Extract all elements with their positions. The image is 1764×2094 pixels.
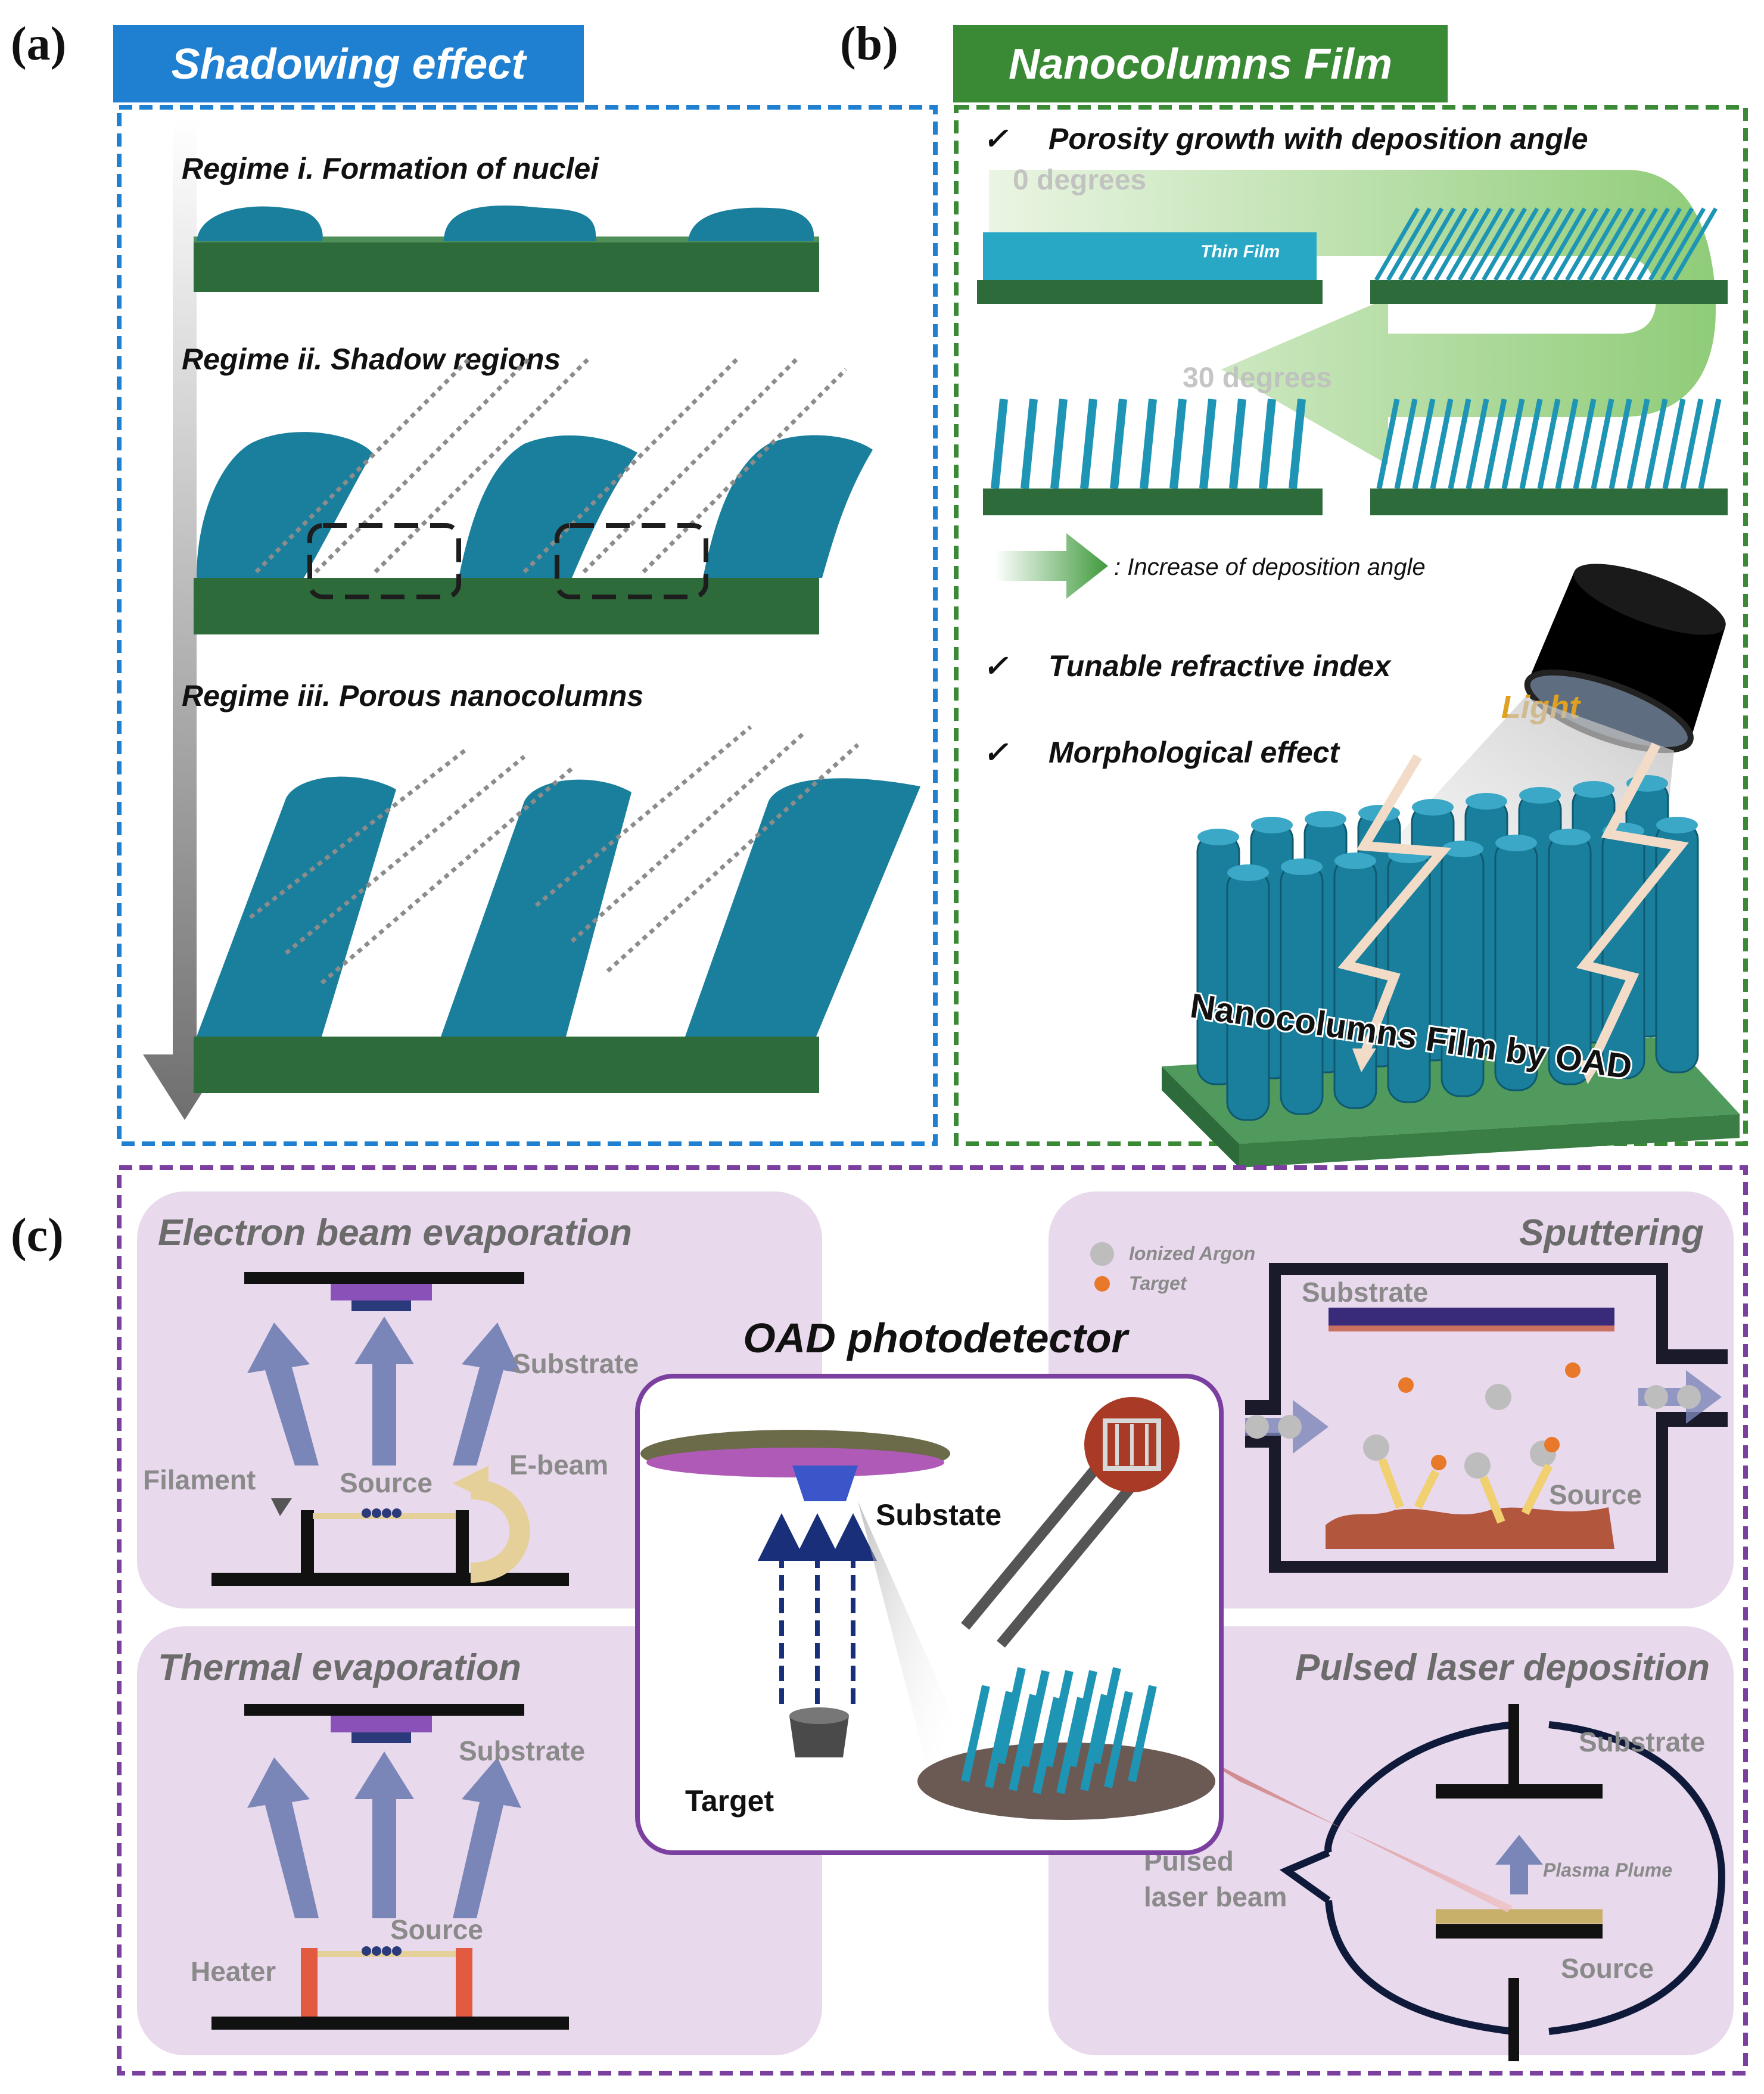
target-crucible (789, 1716, 849, 1757)
panel-c: (c) Electron beam evaporation Substrate … (11, 1165, 1748, 2076)
thermal-substrate-label: Substrate (459, 1735, 585, 1766)
bullet-1-check: ✓ (983, 122, 1009, 155)
column-ii-3 (703, 435, 873, 578)
bullet-2-check: ✓ (983, 649, 1009, 683)
legend-target: Target (1129, 1272, 1187, 1294)
panel-b-label: (b) (840, 18, 898, 70)
laser-beam (1197, 1754, 1513, 1912)
regime-3-label: Regime iii. Porous nanocolumns (182, 679, 643, 712)
panel-c-frame (117, 1165, 1748, 2076)
panel-a-title-box (113, 25, 584, 102)
oad-photodetector-title: OAD photodetector (743, 1315, 1130, 1361)
nucleus-3 (688, 207, 814, 241)
legend-green-arrow (995, 533, 1108, 599)
ebeam-title: Electron beam evaporation (158, 1212, 632, 1253)
column-iii-2 (441, 779, 631, 1037)
laser-label-line2: laser beam (1144, 1881, 1287, 1912)
shadow-lines-iii (248, 725, 860, 985)
pld-substrate-label: Substrate (1579, 1726, 1705, 1757)
bullet-2: Tunable refractive index (1049, 649, 1392, 683)
ebeam-substrate-label: Substrate (512, 1348, 639, 1379)
ebeam-source-label: Source (340, 1467, 433, 1498)
panel-a-title: Shadowing effect (172, 41, 528, 88)
substrate-3 (194, 1037, 819, 1093)
thin-film-label: Thin Film (1200, 242, 1280, 262)
nucleus-2 (444, 206, 596, 241)
photoresistor (961, 1397, 1180, 1648)
regime-2-label: Regime ii. Shadow regions (182, 343, 561, 376)
column-iii-1 (197, 776, 396, 1037)
zoom-cone (858, 1501, 953, 1775)
substate-label: Substate (876, 1498, 1001, 1532)
target-label: Target (685, 1784, 774, 1818)
heater-label: Heater (191, 1956, 276, 1987)
nucleus-1 (197, 206, 323, 241)
plasma-plume-label: Plasma Plume (1543, 1859, 1672, 1881)
sputter-substrate-label: Substrate (1302, 1277, 1428, 1308)
bullet-1: Porosity growth with deposition angle (1049, 122, 1588, 155)
substrate-1 (194, 241, 819, 292)
panel-b: (b) Nanocolumns Film ✓ Porosity growth w… (840, 18, 1748, 1168)
thin-film (983, 232, 1317, 280)
panel-a-label: (a) (11, 18, 66, 70)
sputter-source-label: Source (1549, 1479, 1642, 1510)
film-top-right (1370, 207, 1728, 304)
sputtering-title: Sputtering (1519, 1212, 1704, 1253)
film-bottom-right (1370, 399, 1728, 515)
regime-1-label: Regime i. Formation of nuclei (182, 152, 599, 185)
film-bottom-left (983, 399, 1323, 515)
arrow-legend-text: : Increase of deposition angle (1114, 554, 1426, 580)
light-source-lamp (1524, 564, 1726, 754)
shadow-region-2 (555, 523, 708, 599)
bullet-3-check: ✓ (983, 736, 1009, 769)
filament-label: Filament (143, 1464, 256, 1495)
column-ii-1 (197, 432, 372, 578)
column-iii-3 (685, 778, 920, 1037)
panel-a: (a) Shadowing effect Regime i. Formation… (11, 18, 938, 1146)
legend-ionized-argon: Ionized Argon (1129, 1243, 1255, 1264)
label-30-degrees: 30 degrees (1183, 362, 1332, 394)
label-0-degrees: 0 degrees (1013, 164, 1146, 196)
shadow-lines-ii (254, 356, 848, 574)
pld-title: Pulsed laser deposition (1295, 1647, 1710, 1688)
time-arrow (143, 119, 226, 1120)
thermal-title: Thermal evaporation (158, 1647, 521, 1688)
panel-b-title-box (953, 25, 1448, 102)
substrate-2 (194, 578, 819, 634)
pld-source-label: Source (1561, 1953, 1654, 1984)
panel-b-title: Nanocolumns Film (1009, 41, 1392, 88)
light-ray-1 (1337, 754, 1452, 1056)
film-disk (917, 1667, 1215, 1820)
column-ii-2 (459, 435, 637, 578)
bullet-3: Morphological effect (1049, 736, 1340, 769)
thermal-source-label: Source (390, 1914, 483, 1945)
light-ray-2 (1576, 742, 1689, 1069)
deposition-flux-arrows (758, 1513, 877, 1704)
shadow-region-1 (307, 523, 461, 599)
panel-c-label: (c) (11, 1209, 64, 1262)
nanocolumns-film (1162, 775, 1740, 1168)
panel-a-frame (117, 105, 938, 1146)
ebeam-label: E-beam (509, 1449, 608, 1480)
